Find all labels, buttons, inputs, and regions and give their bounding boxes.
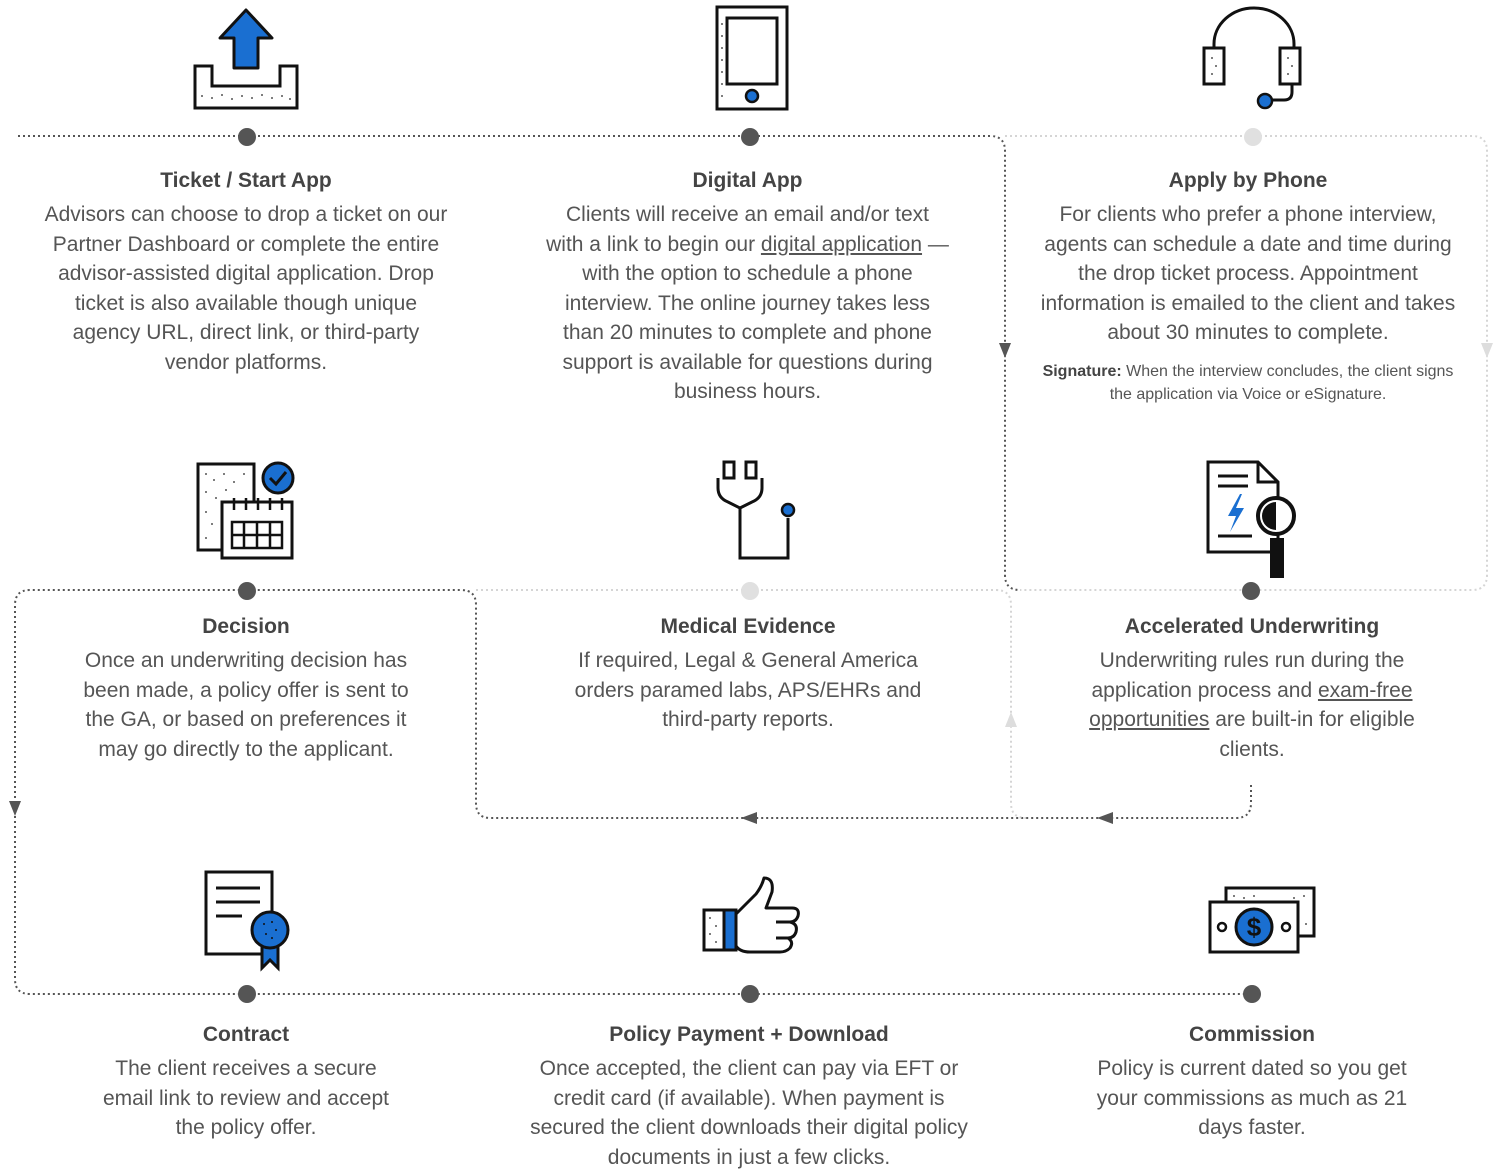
step-title: Commission: [1188, 1023, 1316, 1046]
connector-underwriting-return: [14, 589, 1252, 995]
step-dot: [1244, 128, 1262, 146]
step-dot: [1243, 985, 1261, 1003]
step-digital-app: Digital App Clients will receive an emai…: [545, 168, 950, 407]
step-dot: [1242, 582, 1260, 600]
calendar-check-icon: [196, 461, 295, 560]
step-title: Digital App: [692, 169, 803, 192]
step-decision: Decision Once an underwriting decision h…: [70, 614, 422, 764]
text-segment: Underwriting rules run during the applic…: [1091, 649, 1405, 702]
text-segment: Clients will receive an email and/or tex…: [546, 203, 929, 256]
arrow-left-icon: [1097, 812, 1113, 824]
svg-text:$: $: [1247, 912, 1262, 942]
upload-tray-icon: [193, 8, 299, 110]
step-description: Once accepted, the client can pay via EF…: [530, 1057, 968, 1169]
money-bill-icon: $: [1208, 886, 1316, 954]
step-apply-by-phone: Apply by Phone For clients who prefer a …: [1036, 168, 1460, 406]
text-segment: are built-in for eligible clients.: [1209, 708, 1415, 761]
step-title: Medical Evidence: [660, 615, 836, 638]
step-dot: [741, 128, 759, 146]
step-medical-evidence: Medical Evidence If required, Legal & Ge…: [560, 614, 936, 735]
arrow-down-icon: [1481, 343, 1493, 358]
step-contract: Contract The client receives a secure em…: [100, 1022, 392, 1143]
step-dot: [238, 128, 256, 146]
certificate-icon: [204, 870, 290, 972]
arrow-left-icon: [741, 812, 757, 824]
step-title: Contract: [202, 1023, 290, 1046]
step-ticket-start-app: Ticket / Start App Advisors can choose t…: [40, 168, 452, 377]
step-description: Policy is current dated so you get your …: [1096, 1057, 1408, 1139]
signature-label: Signature:: [1042, 362, 1122, 380]
step-description: For clients who prefer a phone interview…: [1040, 203, 1456, 344]
headset-icon: [1202, 6, 1302, 110]
stethoscope-icon: [716, 460, 796, 560]
step-title: Policy Payment + Download: [609, 1023, 889, 1046]
connector-medical-branch: [476, 589, 1027, 819]
connector-row1: [18, 135, 1021, 591]
step-description: Clients will receive an email and/or tex…: [545, 200, 950, 407]
step-title: Decision: [202, 615, 290, 638]
signature-note: Signature: When the interview concludes,…: [1036, 360, 1460, 406]
arrow-down-icon: [9, 801, 21, 816]
thumbs-up-icon: [702, 876, 800, 954]
step-description: Underwriting rules run during the applic…: [1086, 646, 1418, 764]
step-description: The client receives a secure email link …: [103, 1057, 389, 1139]
step-dot: [238, 582, 256, 600]
step-description: If required, Legal & General America ord…: [574, 649, 922, 731]
step-dot: [741, 985, 759, 1003]
exam-free-opportunities-link[interactable]: exam-free opportunities: [1089, 678, 1413, 732]
step-title: Apply by Phone: [1168, 169, 1328, 192]
step-policy-payment-download: Policy Payment + Download Once accepted,…: [514, 1022, 984, 1172]
text-segment: — with the option to schedule a phone in…: [562, 232, 949, 404]
step-commission: Commission Policy is current dated so yo…: [1082, 1022, 1422, 1143]
tablet-icon: [715, 5, 789, 111]
arrow-up-icon: [1005, 712, 1017, 727]
step-description: Advisors can choose to drop a ticket on …: [44, 203, 448, 374]
digital-application-link[interactable]: digital application: [760, 232, 923, 256]
document-magnifier-icon: [1206, 460, 1296, 578]
arrow-down-icon: [999, 343, 1011, 358]
step-dot: [741, 582, 759, 600]
step-dot: [238, 985, 256, 1003]
step-title: Accelerated Underwriting: [1124, 615, 1380, 638]
step-title: Ticket / Start App: [160, 169, 332, 192]
step-accelerated-underwriting: Accelerated Underwriting Underwriting ru…: [1086, 614, 1418, 764]
signature-text: When the interview concludes, the client…: [1109, 362, 1454, 403]
step-description: Once an underwriting decision has been m…: [83, 649, 409, 761]
